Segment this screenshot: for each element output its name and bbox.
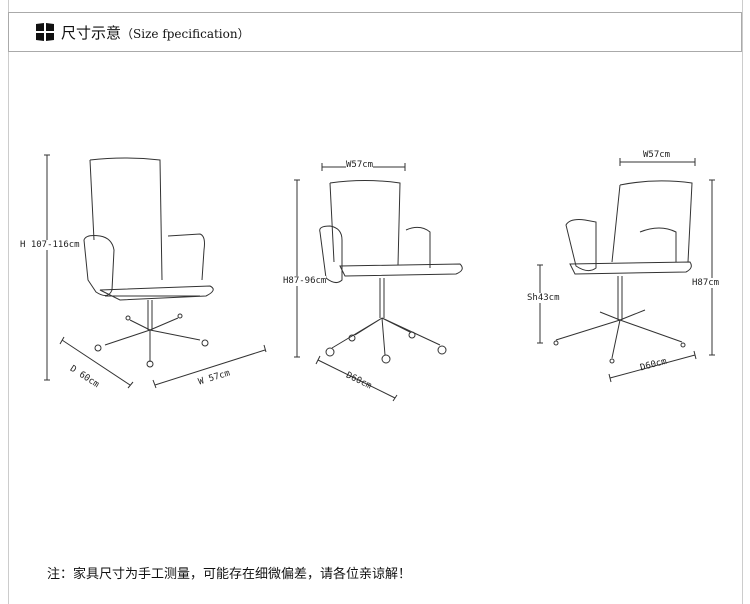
chair-3-seat-height-label: Sh43cm	[527, 293, 560, 303]
chair-2-width-label: W57cm	[346, 160, 374, 170]
seat-height-dimension-line	[537, 264, 543, 344]
grid-blocks-icon	[36, 23, 54, 41]
width-dimension-line	[152, 344, 267, 389]
height-dimension-line	[709, 179, 715, 356]
chair-3-height-label: H87cm	[692, 278, 720, 288]
depth-dimension-line	[608, 350, 697, 383]
height-dimension-line	[294, 179, 300, 358]
depth-dimension-line	[315, 355, 398, 402]
width-dimension-line	[619, 158, 696, 166]
chair-3-width-label: W57cm	[643, 150, 671, 160]
chair-1-drawing	[44, 154, 267, 389]
chair-2-drawing	[294, 163, 463, 402]
height-dimension-line	[44, 154, 50, 381]
title-english: （Size fpecification）	[121, 27, 250, 41]
chair-1-height-label: H 107-116cm	[20, 240, 80, 250]
measurement-disclaimer: 注：家具尺寸为手工测量，可能存在细微偏差，请各位亲谅解！	[47, 567, 412, 582]
title-chinese: 尺寸示意	[61, 24, 122, 42]
page-frame	[8, 0, 743, 604]
chair-2-height-label: H87-96cm	[283, 276, 327, 286]
chair-3-drawing	[537, 158, 715, 383]
depth-dimension-line	[59, 336, 134, 389]
section-title: 尺寸示意（Size fpecification）	[61, 22, 250, 43]
section-header: 尺寸示意（Size fpecification）	[8, 12, 742, 52]
